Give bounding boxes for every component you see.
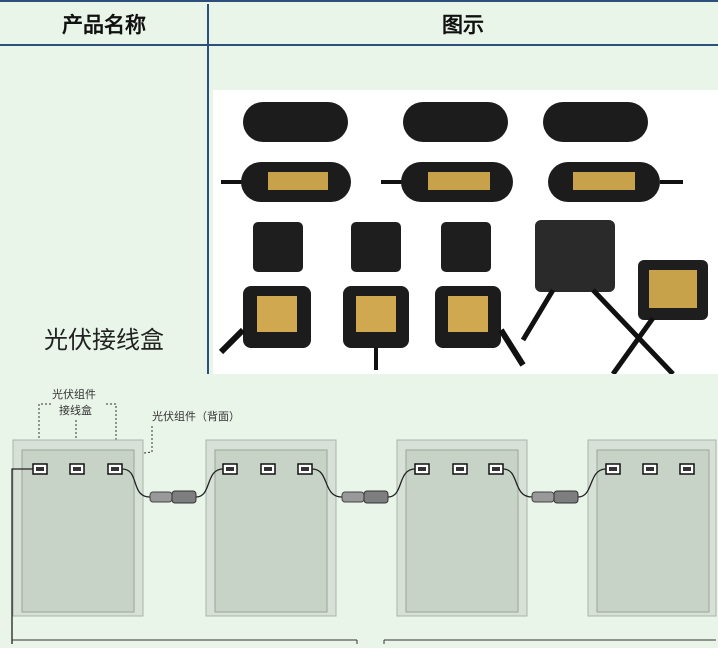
junction-box-photos: [218, 102, 708, 376]
square-cover: [441, 222, 491, 272]
junction-box-lid: [543, 102, 648, 142]
product-table: 产品名称 图示 光伏接线盒: [0, 0, 718, 376]
junction-box-lid: [243, 102, 348, 142]
column-divider: [207, 4, 209, 374]
square-cover: [351, 222, 401, 272]
interconnect-cables: [11, 468, 607, 644]
junction-box-inner: [36, 467, 691, 471]
junction-box-lid: [403, 102, 508, 142]
product-photo: [213, 90, 718, 376]
connection-diagram: 光伏组件 接线盒 光伏组件（背面）: [0, 372, 718, 644]
square-base: [435, 286, 526, 367]
junction-box-open: [381, 162, 513, 202]
square-base: [343, 286, 409, 370]
large-junction-box: [520, 220, 708, 376]
mc4-connector: [341, 490, 389, 504]
junction-box-label: 光伏组件: [52, 387, 96, 401]
module-back-label: 光伏组件（背面）: [152, 409, 240, 423]
junction-box-open: [221, 162, 351, 202]
square-base: [218, 286, 311, 355]
junction-box-label-2: 接线盒: [59, 403, 92, 417]
header-product-name: 产品名称: [0, 4, 208, 46]
header-image: 图示: [208, 4, 718, 46]
leader-line: [38, 403, 51, 462]
pv-module: [12, 439, 144, 617]
mc4-connector: [531, 490, 579, 504]
product-name-cell: 光伏接线盒: [44, 325, 164, 354]
square-cover: [253, 222, 303, 272]
mc4-connector: [149, 490, 197, 504]
junction-box-open: [548, 162, 683, 202]
